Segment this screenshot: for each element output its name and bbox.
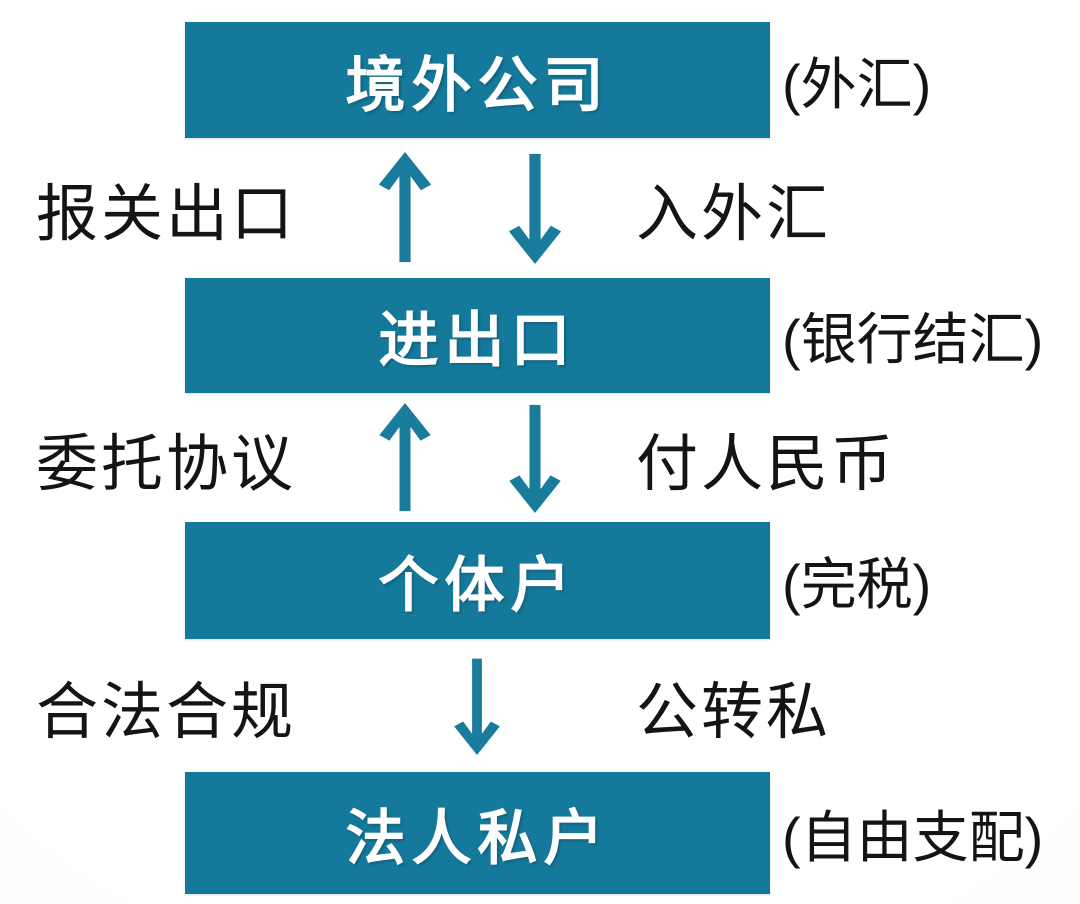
annotation-import-export: (银行结汇) (782, 308, 1044, 371)
node-import-export: 进出口 (185, 278, 770, 393)
annotation-legal-person-private-account: (自由支配) (782, 805, 1044, 869)
node-label: 进出口 (378, 307, 577, 374)
connector-right-label: 付人民币 (636, 429, 897, 499)
connector-left-label: 报关出口 (36, 180, 297, 249)
annotation-overseas-company: (外汇) (782, 52, 932, 116)
connector-right-label: 入外汇 (636, 180, 832, 249)
node-overseas-company: 境外公司 (185, 22, 770, 138)
connector-right-label: 公转私 (636, 677, 832, 747)
arrow-up-icon (373, 152, 437, 264)
connector-1: 报关出口 入外汇 (0, 138, 1080, 278)
node-legal-person-private-account: 法人私户 (185, 772, 770, 894)
node-individual-business: 个体户 (185, 522, 770, 639)
connector-3: 合法合规 公转私 (0, 639, 1080, 772)
connector-left-label: 合法合规 (36, 677, 297, 747)
node-label: 个体户 (378, 552, 577, 619)
arrow-down-icon (446, 657, 508, 755)
connector-left-label: 委托协议 (36, 429, 297, 499)
connector-2: 委托协议 付人民币 (0, 393, 1080, 522)
annotation-individual-business: (完税) (782, 553, 932, 616)
node-label: 境外公司 (345, 51, 610, 119)
arrow-down-icon (503, 152, 567, 264)
node-label: 法人私户 (345, 804, 610, 872)
arrow-up-icon (373, 402, 437, 513)
arrow-down-icon (503, 403, 567, 513)
